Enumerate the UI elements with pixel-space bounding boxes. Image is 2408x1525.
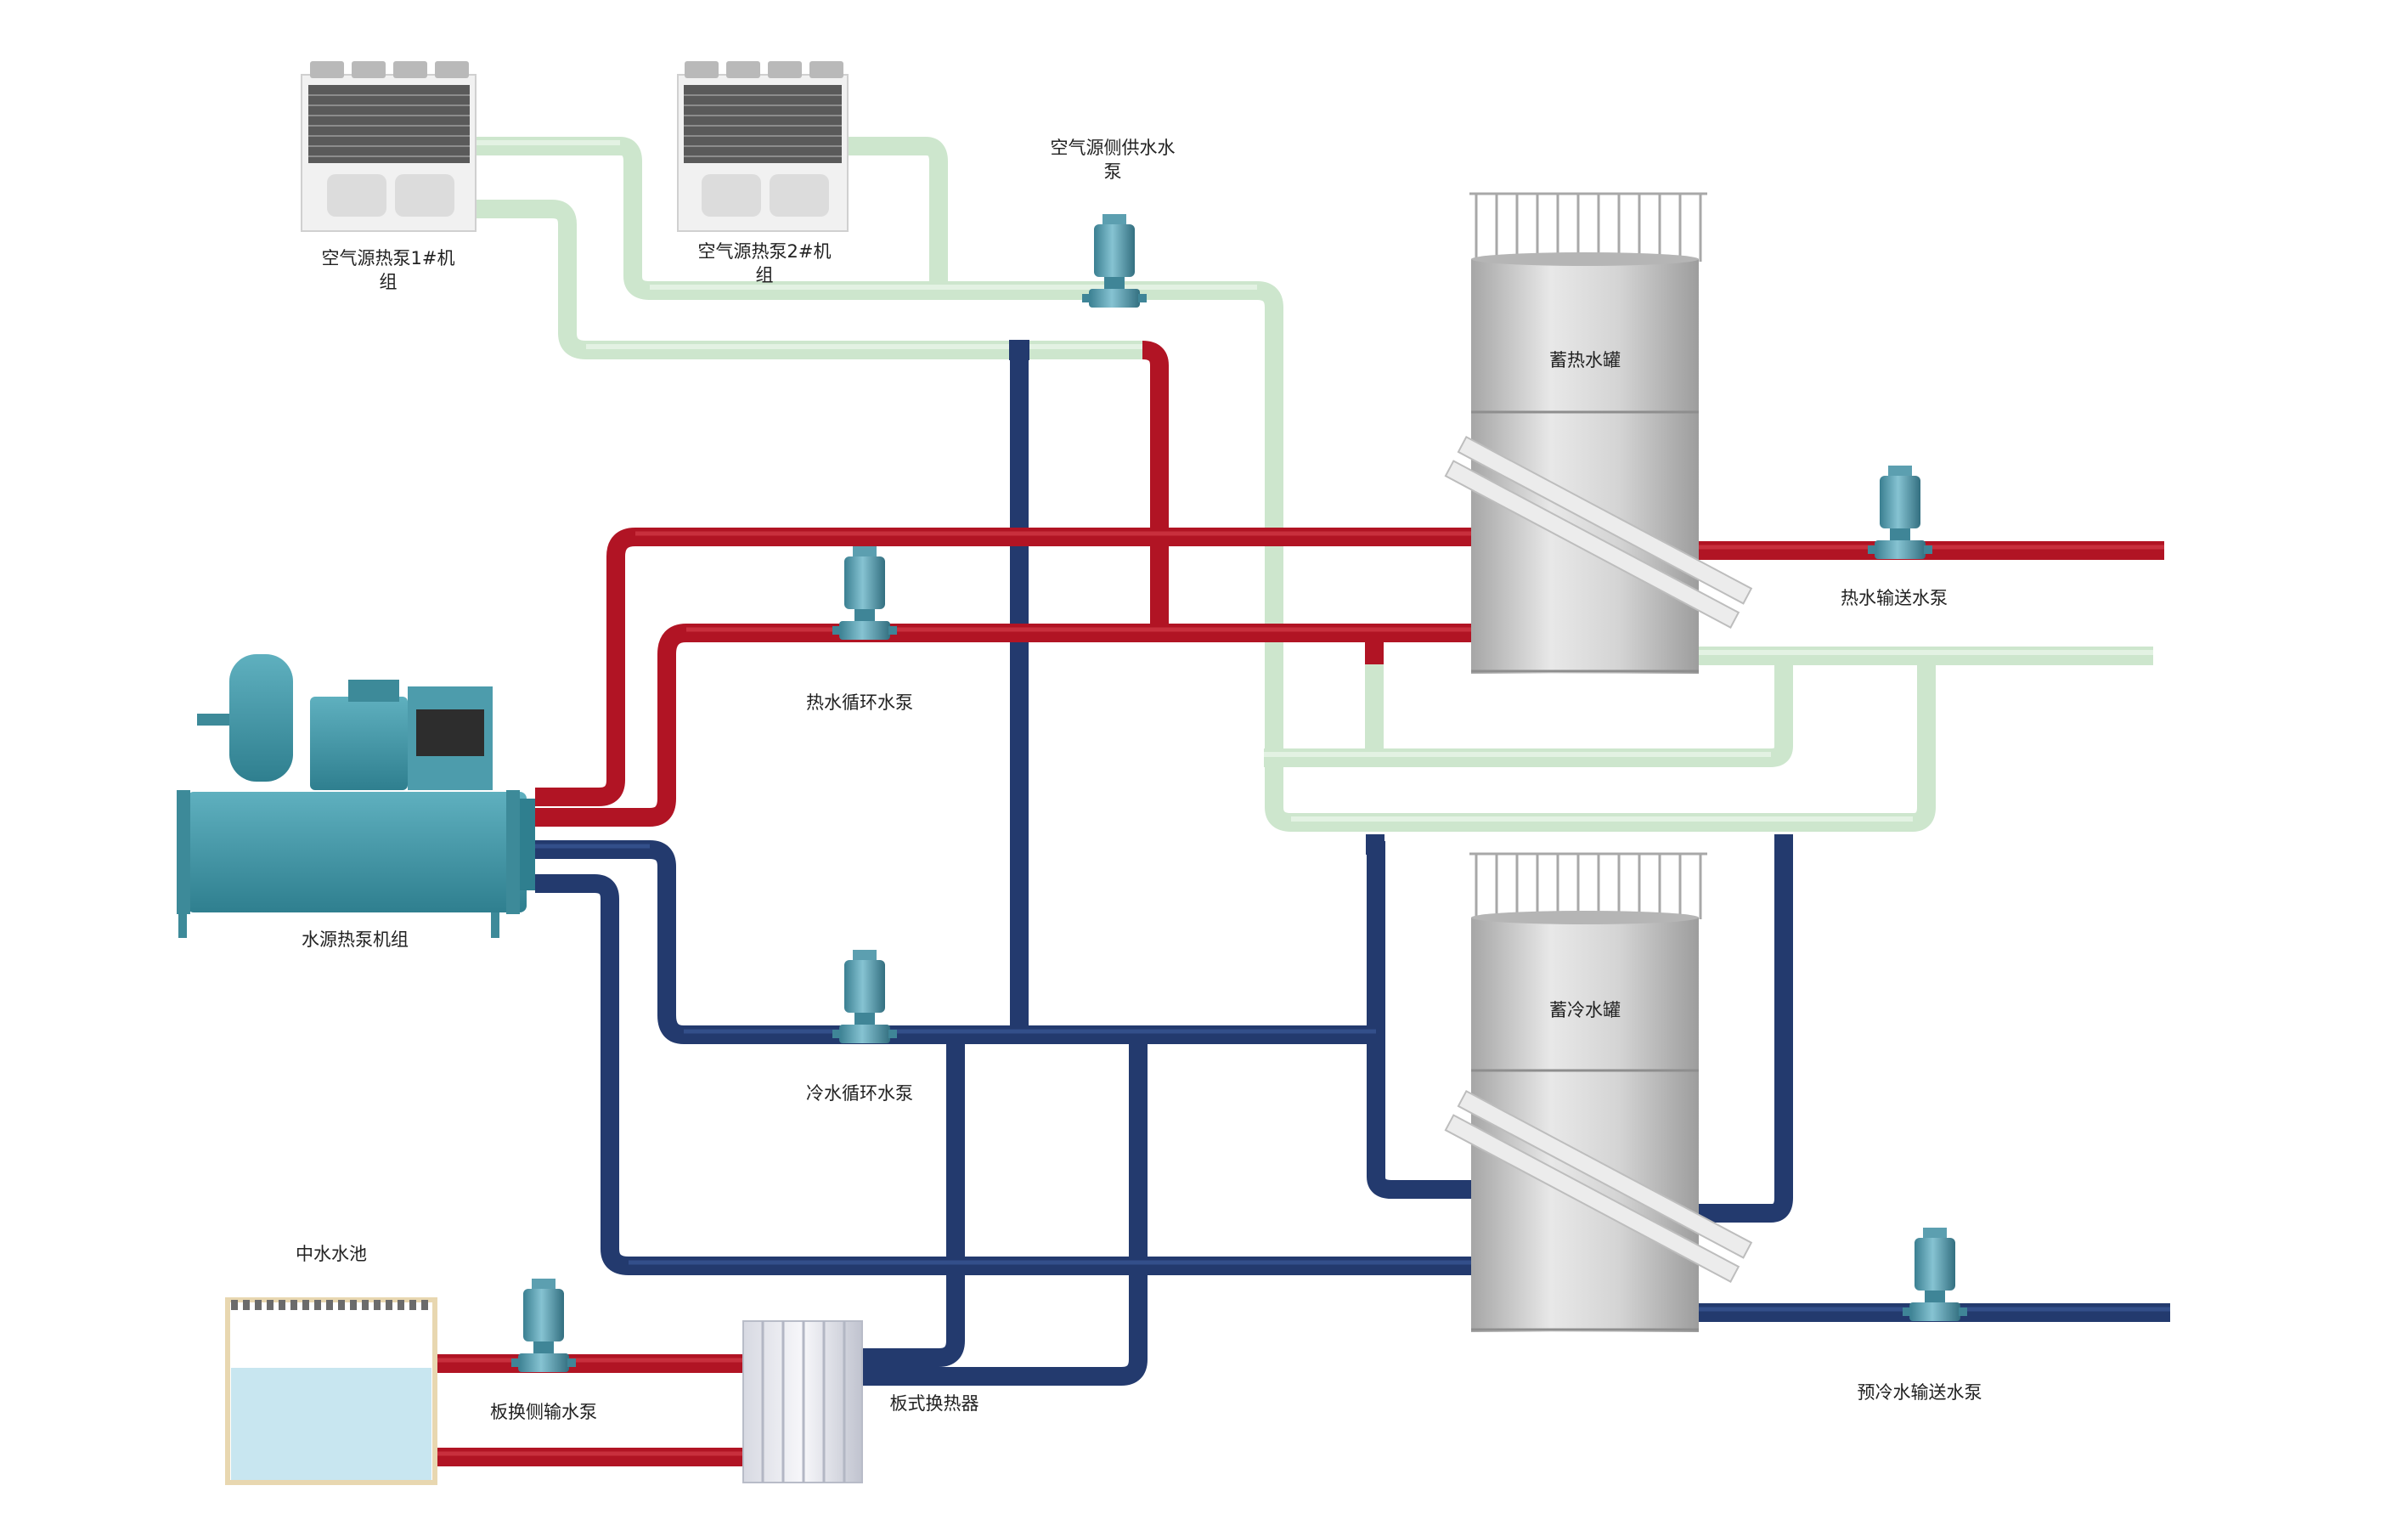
air-source-heat-pump-unit-1 [301,61,477,232]
hot-circ-pump-label: 热水循环水泵 [806,692,913,713]
plate-side-pump-label: 板换侧输水泵 [490,1402,597,1422]
source-pipe-unit1-lower [476,200,1142,359]
precool-water-delivery-pump[interactable] [1903,1228,1967,1321]
air-supply-pump-label: 空气源侧供水水 泵 [1050,138,1176,182]
source-pipe-unit1-upper [476,137,1936,832]
cold-pipe-ring-right [1367,841,1482,1199]
cold-tank-label: 蓄冷水罐 [1549,1000,1621,1020]
cold-pipe-unit-to-pump [535,840,1376,1044]
cold-circ-pump-label: 冷水循环水泵 [806,1083,913,1104]
source-pipe-unit2 [848,137,948,291]
plate-side-transfer-pump[interactable] [511,1279,576,1372]
heat-tank-label: 蓄热水罐 [1549,350,1621,370]
plate-heat-exchanger [742,1320,863,1483]
hot-delivery-pump-label: 热水输送水泵 [1841,588,1948,608]
hot-water-delivery-pump[interactable] [1868,466,1932,559]
source-pipe-branch [1264,656,1793,767]
hot-water-circulation-pump[interactable] [832,546,897,640]
hot-pipe-lower-loop [535,624,1482,827]
hot-pipe-riser [1142,341,1169,633]
water-source-unit-label: 水源热泵机组 [302,929,409,950]
air-unit-2-label: 空气源热泵2#机 组 [697,241,832,285]
hot-pipe-upper-loop [535,528,1482,806]
plate-hx-label: 板式换热器 [889,1393,979,1414]
cold-pipe-plate-upper [860,1035,965,1367]
water-source-heat-pump-unit [177,654,535,938]
reclaimed-pool-label: 中水水池 [296,1244,367,1264]
cold-pipe-unit-to-tank-bottom [535,874,1482,1275]
cold-water-pipes [535,350,2170,1386]
cold-water-circulation-pump[interactable] [832,950,897,1043]
cold-storage-tank [1444,852,1753,1332]
air-unit-1-label: 空气源热泵1#机 组 [321,248,455,292]
precool-pump-label: 预冷水输送水泵 [1857,1382,1982,1403]
air-source-heat-pump-unit-2 [677,61,849,232]
reclaimed-water-pool [225,1297,437,1485]
heat-storage-tank [1444,192,1753,674]
cold-pipe-to-plate [860,1035,1148,1386]
air-source-supply-pump[interactable] [1082,214,1147,308]
hot-water-pipes [435,341,2164,1466]
cold-pipe-tank-return [1696,841,1793,1223]
